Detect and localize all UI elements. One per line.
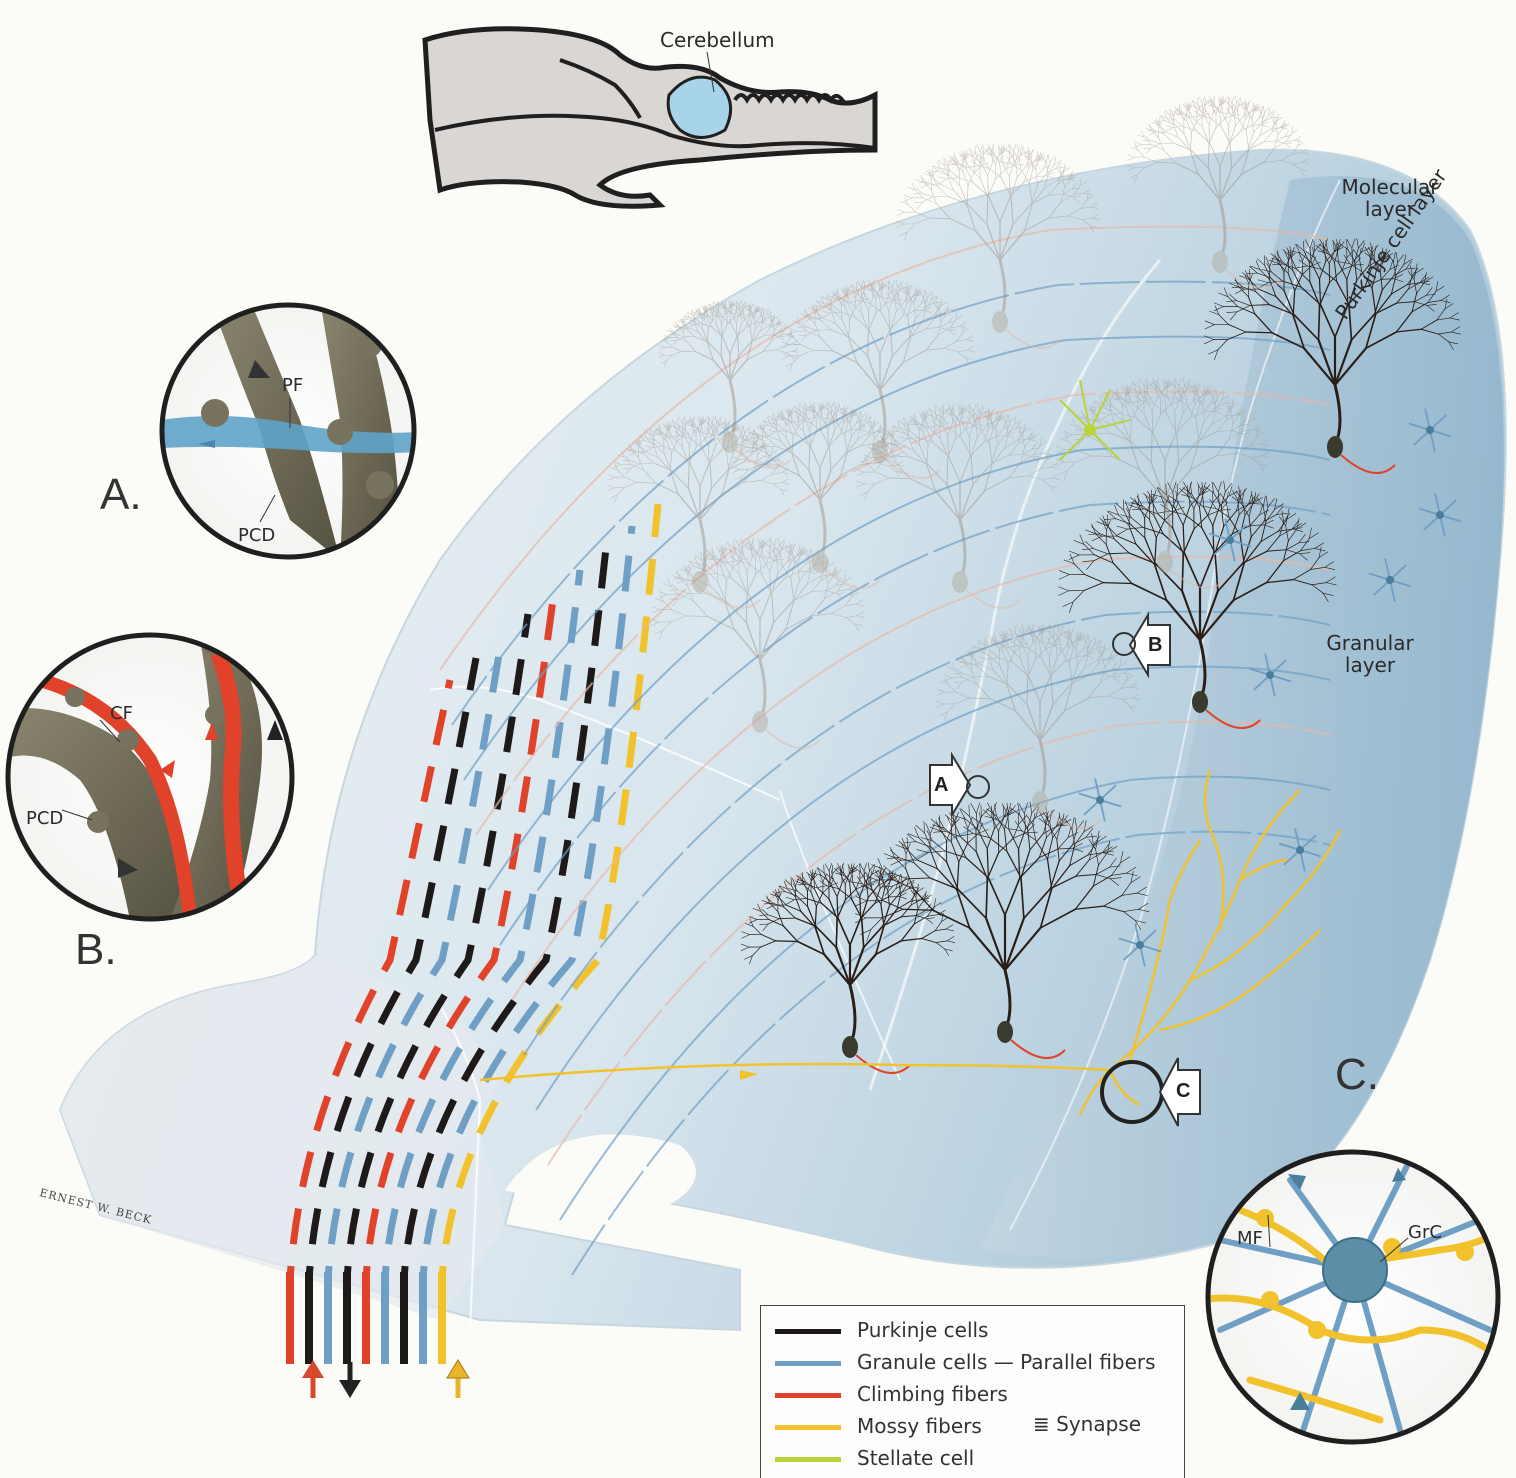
legend-row-purkinje: Purkinje cells bbox=[761, 1316, 1184, 1348]
fiber-strand-end bbox=[438, 1272, 446, 1364]
fiber-strand-end bbox=[362, 1272, 370, 1364]
legend-label-granule: Granule cells — Parallel fibers bbox=[857, 1350, 1156, 1374]
pcd-b-label: PCD bbox=[26, 808, 63, 829]
callout-a-letter: A bbox=[934, 774, 948, 797]
mf-label: MF bbox=[1237, 1228, 1263, 1249]
legend-swatch-purkinje bbox=[775, 1329, 841, 1334]
pcd-a-label: PCD bbox=[238, 525, 275, 546]
fiber-strand-end bbox=[324, 1272, 332, 1364]
inset-b-label: B. bbox=[75, 925, 117, 975]
legend: Purkinje cells Granule cells — Parallel … bbox=[760, 1305, 1185, 1478]
fiber-strand-end bbox=[286, 1272, 294, 1364]
legend-swatch-stellate bbox=[775, 1457, 841, 1462]
pf-label: PF bbox=[282, 375, 303, 396]
legend-synapse: ≣ Synapse bbox=[1033, 1412, 1141, 1436]
legend-swatch-granule bbox=[775, 1361, 841, 1366]
legend-row-climbing: Climbing fibers bbox=[761, 1380, 1184, 1412]
legend-row-mossy: Mossy fibers ≣ Synapse bbox=[761, 1412, 1184, 1444]
legend-row-granule: Granule cells — Parallel fibers bbox=[761, 1348, 1184, 1380]
grc-label: GrC bbox=[1408, 1222, 1442, 1243]
legend-label-stellate: Stellate cell bbox=[857, 1446, 974, 1470]
fiber-strand-end bbox=[400, 1272, 408, 1364]
legend-row-stellate: Stellate cell bbox=[761, 1444, 1184, 1476]
brain-sagittal-outline bbox=[425, 29, 875, 207]
legend-label-purkinje: Purkinje cells bbox=[857, 1318, 988, 1342]
inset-a-label: A. bbox=[100, 470, 142, 520]
callout-b-letter: B bbox=[1148, 634, 1162, 657]
bundle-direction-arrows bbox=[302, 1360, 469, 1398]
callout-c-letter: C bbox=[1176, 1080, 1190, 1103]
legend-swatch-mossy bbox=[775, 1425, 841, 1430]
inset-a-parallel-fiber-synapse bbox=[160, 300, 455, 560]
fiber-strand-end bbox=[419, 1272, 427, 1364]
legend-label-mossy: Mossy fibers bbox=[857, 1414, 982, 1438]
synapse-label: Synapse bbox=[1056, 1412, 1141, 1436]
fiber-strand-end bbox=[381, 1272, 389, 1364]
cf-label: CF bbox=[110, 703, 133, 724]
fiber-strand-end bbox=[343, 1272, 351, 1364]
inset-b-climbing-fiber-synapse bbox=[0, 625, 292, 920]
synapse-icon: ≣ bbox=[1033, 1412, 1050, 1436]
granular-layer-label: Granular layer bbox=[1320, 632, 1420, 676]
legend-label-climbing: Climbing fibers bbox=[857, 1382, 1008, 1406]
fiber-strand-end bbox=[305, 1272, 313, 1364]
cerebellum-label: Cerebellum bbox=[660, 28, 775, 52]
legend-swatch-climbing bbox=[775, 1393, 841, 1398]
inset-c-label: C. bbox=[1335, 1050, 1379, 1100]
